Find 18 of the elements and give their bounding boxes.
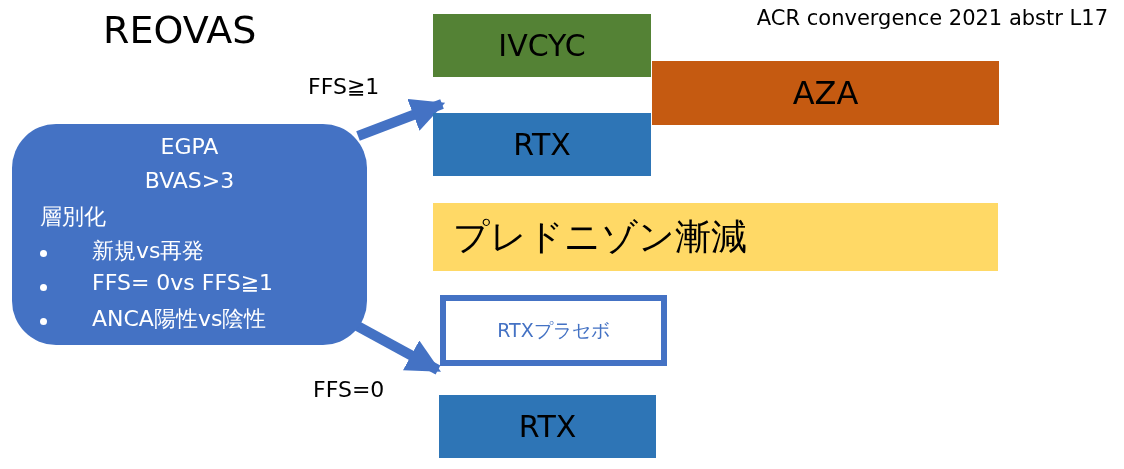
treatment-bar: RTX: [439, 395, 656, 458]
edge-label: FFS=0: [313, 377, 385, 402]
box-text: 層別化: [40, 203, 106, 231]
treatment-bar: AZA: [652, 61, 999, 125]
treatment-bar: IVCYC: [433, 14, 651, 77]
treatment-bar: RTXプラセボ: [440, 295, 667, 366]
title: REOVAS: [103, 8, 257, 52]
treatment-bar: RTX: [433, 113, 651, 176]
treatment-bar: プレドニゾン漸減: [433, 203, 998, 271]
box-heading: BVAS>3: [143, 168, 236, 193]
bullet-item: ANCA陽性vs陰性: [92, 305, 267, 333]
bullet-item: FFS= 0vs FFS≧1: [92, 270, 274, 295]
bullet-item: 新規vs再発: [92, 237, 205, 265]
rounded-box: [12, 124, 367, 345]
box-heading: EGPA: [159, 134, 220, 159]
edge-label: FFS≧1: [308, 74, 380, 99]
note-text: ACR convergence 2021 abstr L17: [756, 6, 1108, 30]
arrow: [356, 99, 446, 141]
